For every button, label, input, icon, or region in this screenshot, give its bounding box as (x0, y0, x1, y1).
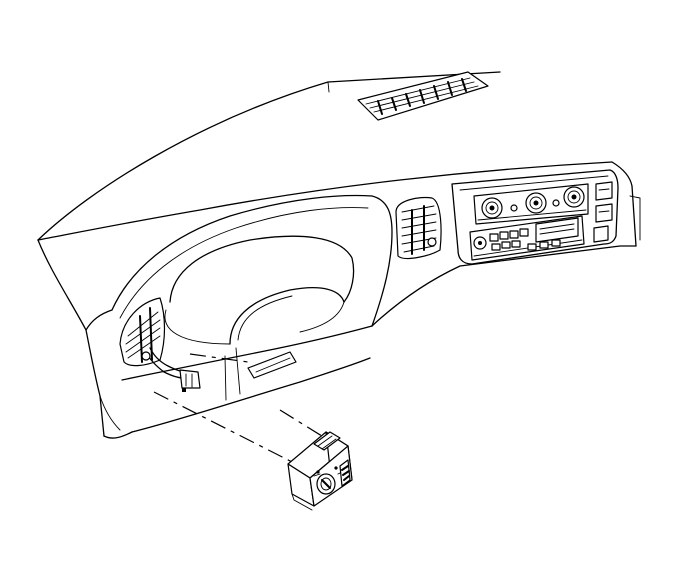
hvac-control-panel (473, 183, 589, 225)
radio-hvac-bezel (451, 169, 619, 265)
headlamp-switch-knob (316, 473, 336, 495)
defroster-grille (357, 71, 489, 121)
radio-display (535, 217, 579, 243)
headlamp-switch-assembly (287, 431, 353, 511)
bezel-side-switches (593, 181, 613, 243)
hvac-knob-center (525, 192, 547, 214)
hvac-knob-right (563, 186, 585, 208)
center-air-outlet (395, 196, 442, 260)
dimmer-thumbwheel (339, 459, 351, 487)
radio-head-unit (469, 215, 585, 261)
instrument-panel (37, 71, 641, 439)
instrument-cluster-hood (111, 194, 393, 345)
radio-preset-buttons (489, 228, 529, 251)
electrical-connector (141, 347, 201, 392)
left-air-outlet (119, 297, 166, 367)
hvac-knob-left (481, 197, 503, 219)
